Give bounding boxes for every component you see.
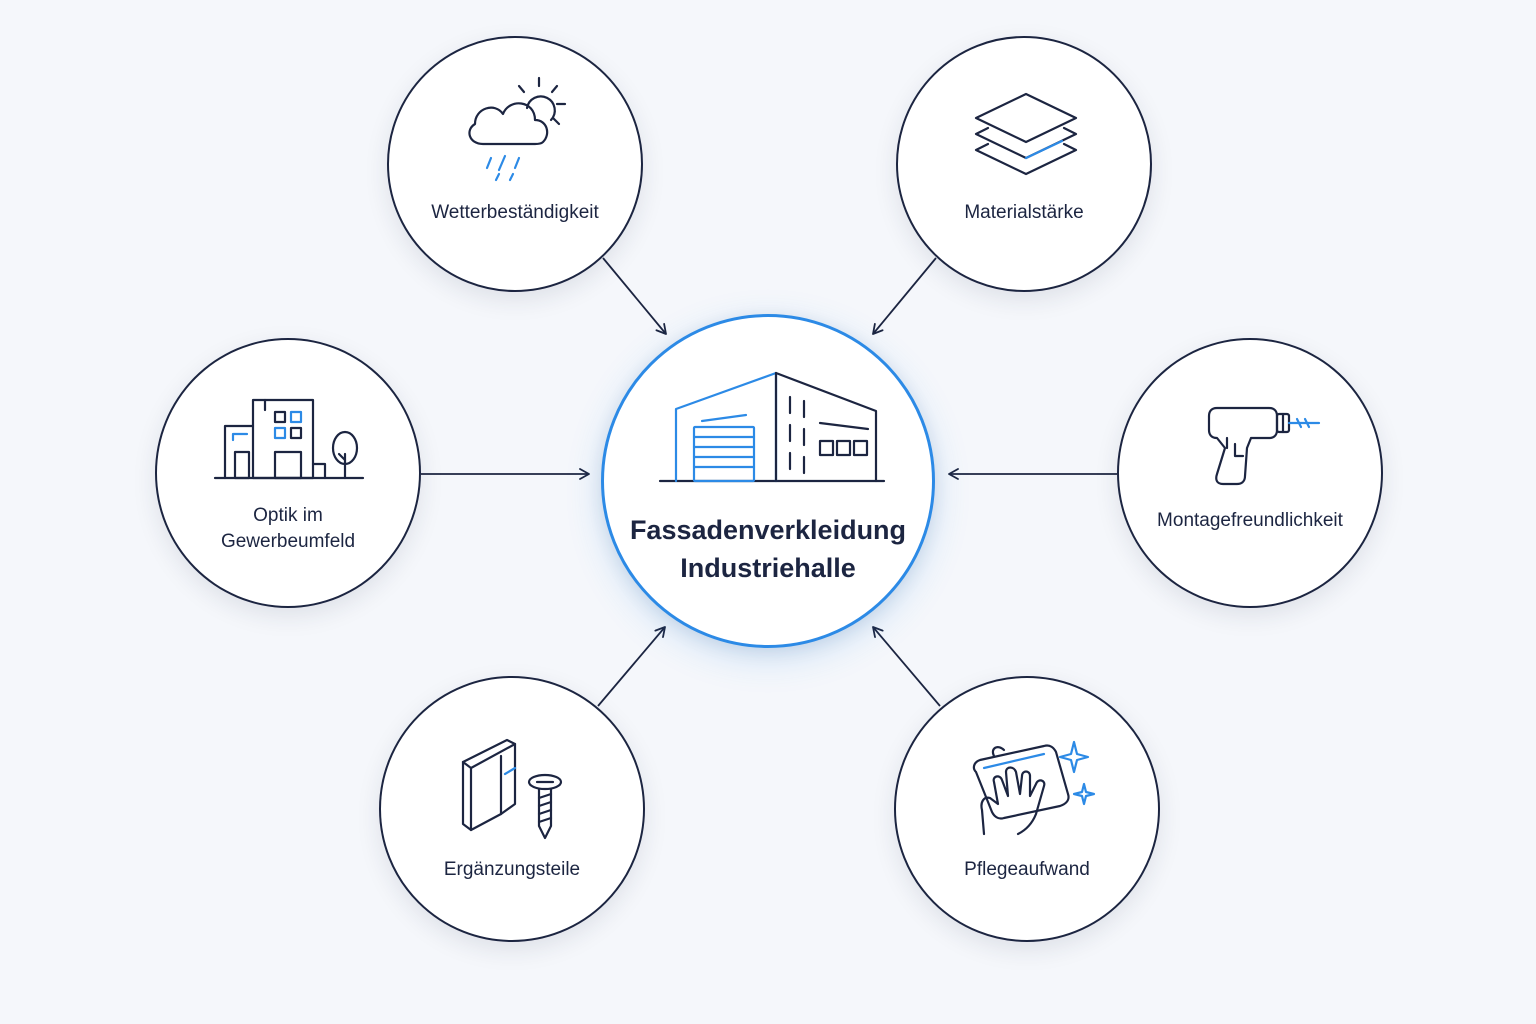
- center-node: Fassadenverkleidung Industriehalle: [601, 314, 935, 648]
- arrow-weather-to-center: [602, 257, 667, 335]
- factor-label-assembly: Montagefreundlichkeit: [1157, 510, 1343, 531]
- factor-node-material: Materialstärke: [896, 36, 1152, 292]
- factor-label-optics-line1: Optik im: [253, 505, 323, 526]
- center-title-line1: Fassadenverkleidung: [629, 515, 907, 545]
- arrow-material-to-center: [872, 257, 937, 335]
- factor-label-parts: Ergänzungsteile: [443, 859, 581, 880]
- buildings-tree-icon: [213, 398, 365, 480]
- power-drill-icon: [1207, 406, 1321, 486]
- factor-node-parts: Ergänzungsteile: [379, 676, 645, 942]
- arrow-parts-to-center: [597, 626, 666, 707]
- center-title-line2: Industriehalle: [680, 553, 856, 583]
- weather-cloud-sun-rain-icon: [468, 76, 567, 182]
- factor-label-weather: Wetterbeständigkeit: [431, 202, 599, 223]
- profile-screw-icon: [461, 738, 563, 840]
- factor-label-material: Materialstärke: [964, 202, 1084, 223]
- factor-label-optics-line2: Gewerbeumfeld: [220, 531, 356, 552]
- factor-label-care: Pflegeaufwand: [964, 859, 1090, 880]
- arrow-care-to-center: [872, 626, 941, 707]
- factor-node-optics: Optik im Gewerbeumfeld: [155, 338, 421, 608]
- factor-node-assembly: Montagefreundlichkeit: [1117, 338, 1383, 608]
- layers-stack-icon: [974, 92, 1078, 176]
- factor-node-weather: Wetterbeständigkeit: [387, 36, 643, 292]
- industrial-hall-icon: [658, 371, 886, 483]
- factor-node-care: Pflegeaufwand: [894, 676, 1160, 942]
- cleaning-cloth-sparkle-icon: [972, 740, 1096, 836]
